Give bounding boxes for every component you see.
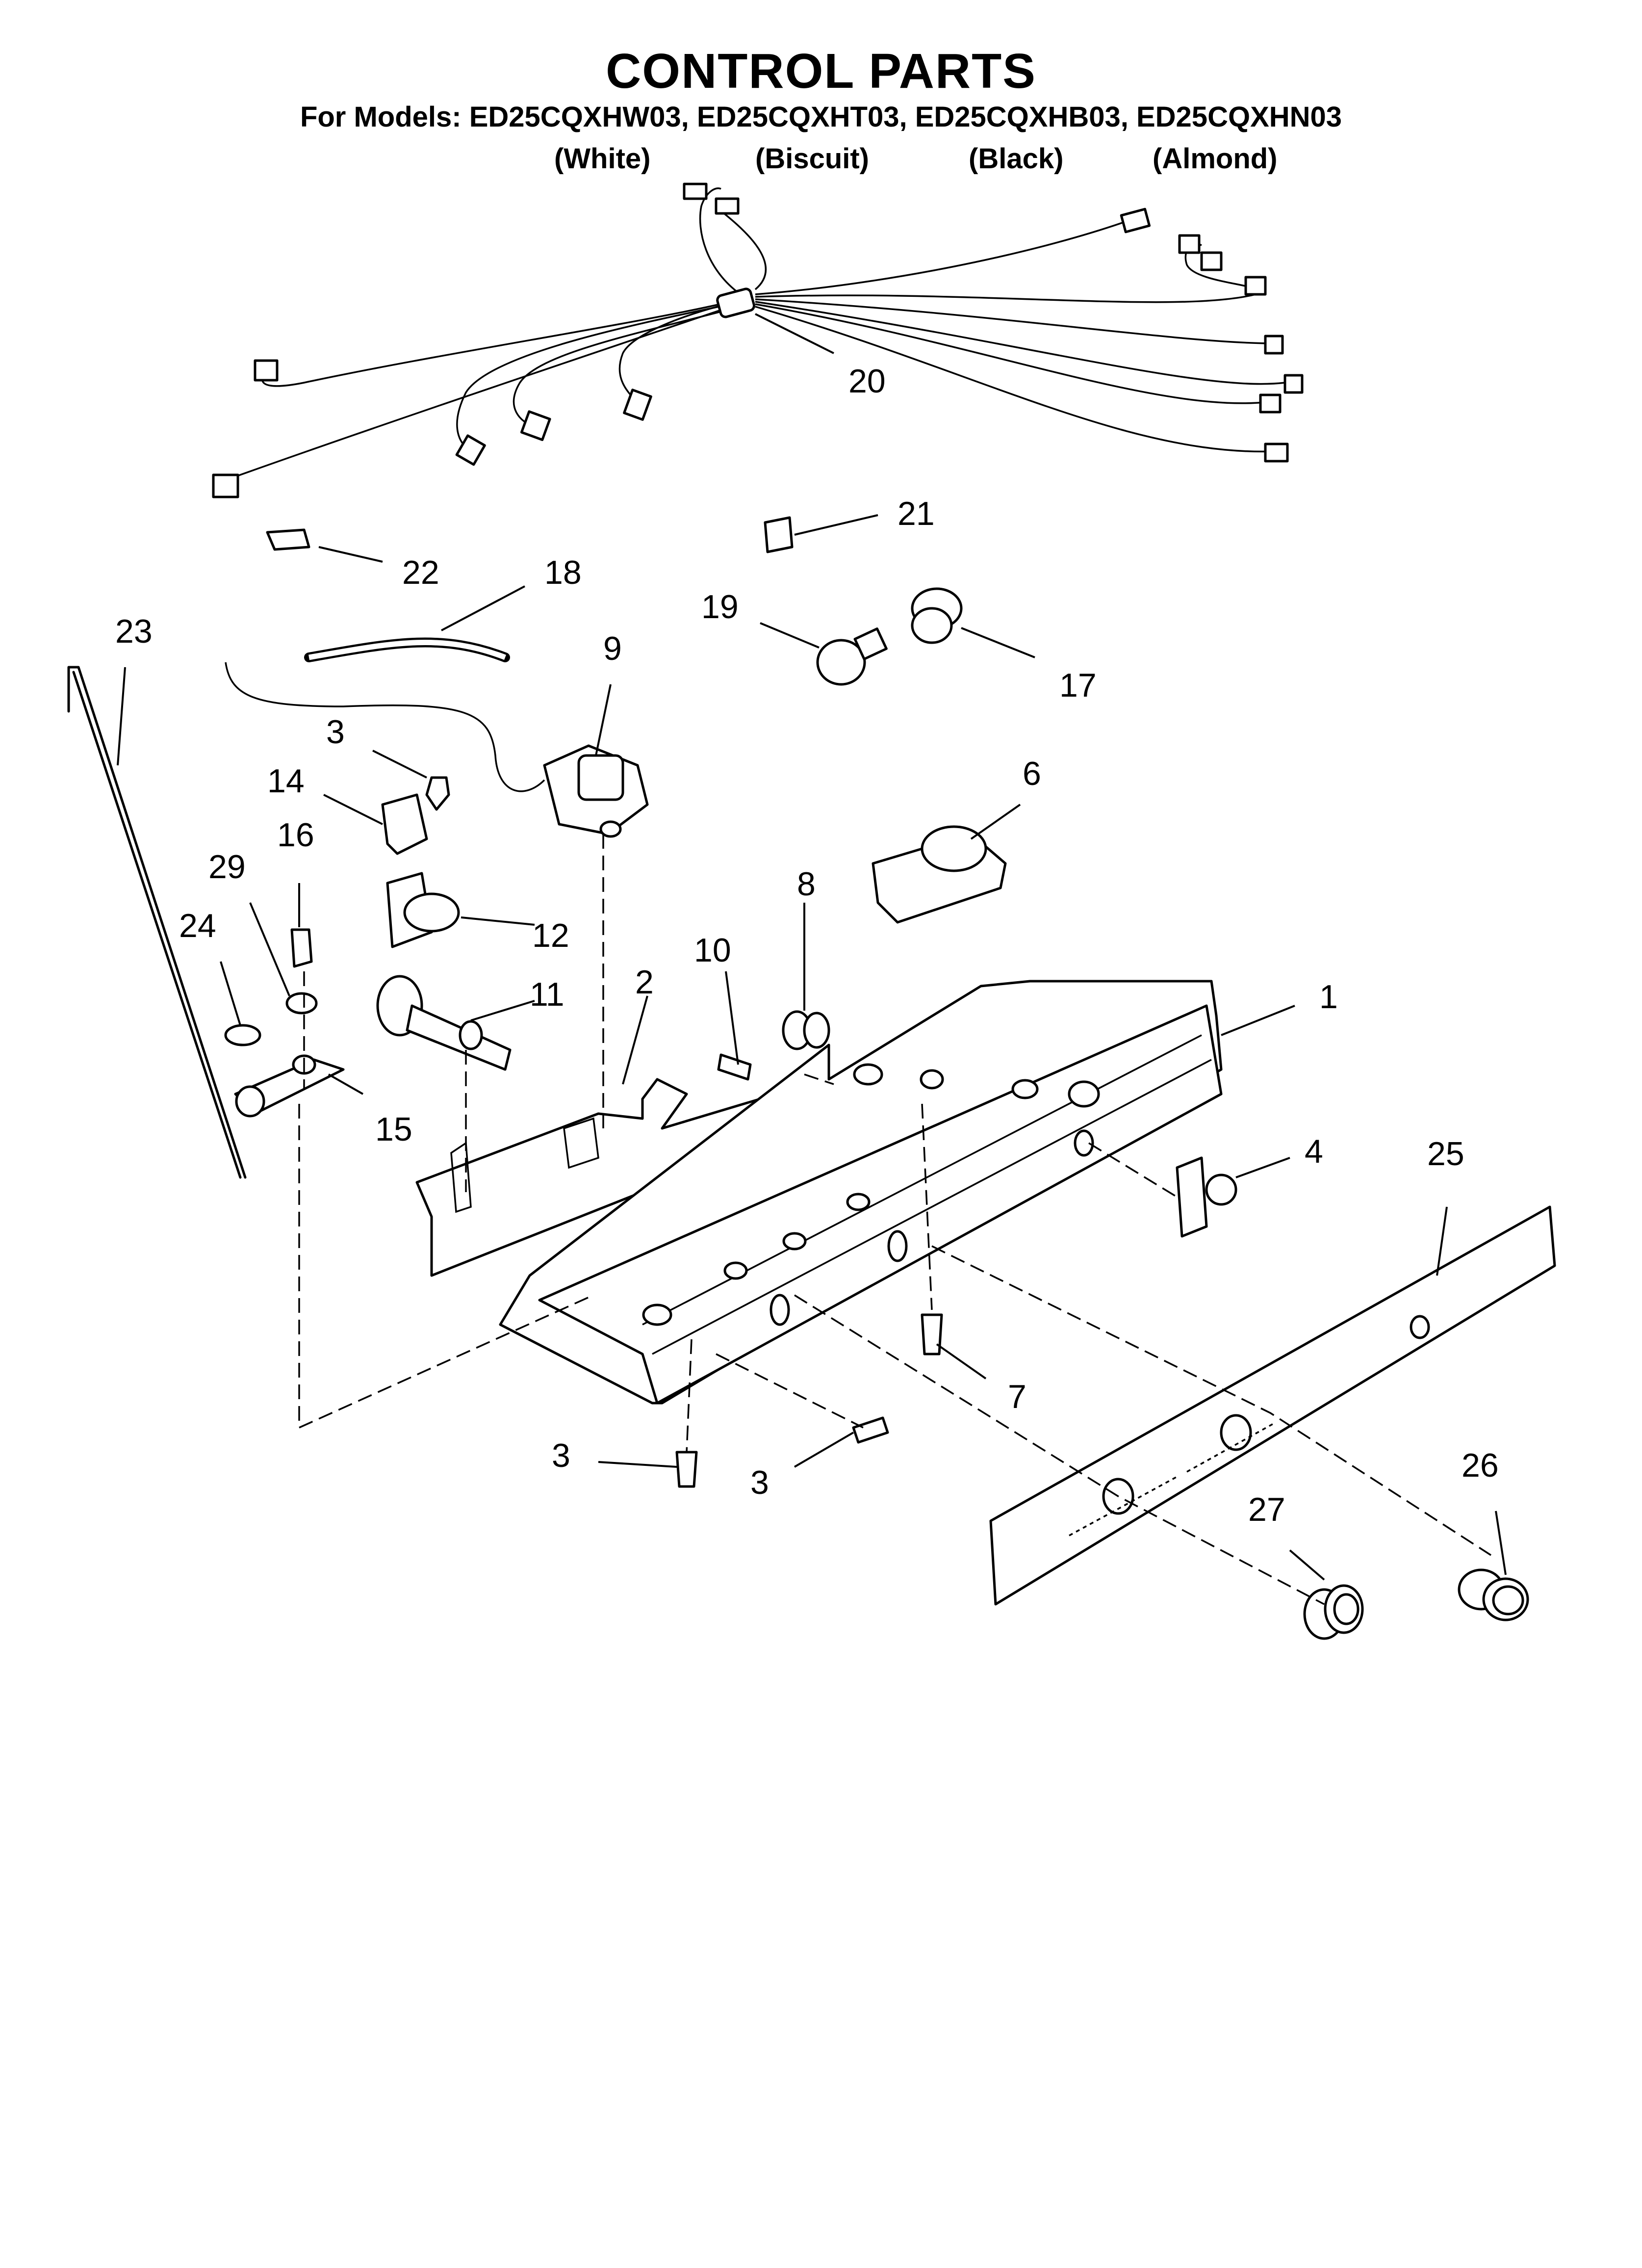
- thermostat-bracket: [381, 793, 428, 855]
- control-knob-26: [1458, 1568, 1529, 1621]
- variant-white: (White): [554, 143, 651, 175]
- models-line: For Models: ED25CQXHW03, ED25CQXHT03, ED…: [300, 101, 1342, 133]
- capillary-tube: [225, 662, 545, 792]
- callout-26: 26: [1462, 1447, 1499, 1484]
- control-rod: [67, 666, 247, 1179]
- callout-11: 11: [530, 976, 564, 1013]
- callout-25: 25: [1427, 1135, 1464, 1173]
- bushing: [782, 1010, 830, 1050]
- light-switch: [1176, 1156, 1237, 1238]
- callout-3-top: 3: [326, 713, 345, 751]
- washer-24: [224, 1024, 261, 1046]
- callout-12: 12: [532, 917, 569, 954]
- callout-1: 1: [1319, 978, 1338, 1016]
- diagram-title: CONTROL PARTS: [606, 44, 1036, 99]
- light-bulb: [816, 627, 888, 686]
- wire-harness: [212, 182, 1304, 498]
- defrost-timer: [872, 825, 1007, 924]
- control-knob-27: [1303, 1584, 1364, 1640]
- callout-3-bottom-left: 3: [552, 1437, 570, 1474]
- control-shaft: [376, 975, 512, 1071]
- callout-3-bottom-right: 3: [750, 1464, 769, 1501]
- callout-17: 17: [1059, 667, 1097, 704]
- callout-10: 10: [694, 932, 731, 969]
- screw-16: [290, 928, 313, 968]
- callout-7: 7: [1008, 1378, 1026, 1415]
- screw-top: [425, 776, 450, 811]
- callout-24: 24: [179, 907, 216, 944]
- callout-2: 2: [635, 964, 654, 1001]
- damper-bracket: [386, 872, 460, 948]
- callout-6: 6: [1023, 755, 1041, 792]
- variant-almond: (Almond): [1153, 143, 1278, 175]
- control-housing: [499, 980, 1223, 1405]
- callout-19: 19: [701, 588, 739, 626]
- callout-8: 8: [797, 865, 816, 903]
- variant-biscuit: (Biscuit): [755, 143, 869, 175]
- control-lever: [234, 1054, 345, 1118]
- leader-lines: [117, 313, 1507, 1581]
- callout-20: 20: [848, 363, 886, 400]
- control-panel-trim: [989, 1205, 1556, 1606]
- callout-29: 29: [208, 848, 246, 886]
- screw-bottom-left: [675, 1451, 698, 1488]
- callout-22: 22: [402, 554, 439, 591]
- callout-4: 4: [1305, 1133, 1323, 1170]
- lamp-socket: [911, 587, 963, 644]
- cold-control-thermostat: [543, 744, 649, 838]
- callout-27: 27: [1248, 1491, 1285, 1528]
- assembly-lines: [298, 834, 1491, 1605]
- variant-black: (Black): [969, 143, 1064, 175]
- tube-inner: [308, 640, 506, 660]
- callout-15: 15: [375, 1111, 412, 1148]
- screw-7: [921, 1313, 943, 1356]
- screw-bottom-right: [852, 1416, 889, 1444]
- callout-16: 16: [277, 816, 314, 854]
- callout-21: 21: [898, 495, 935, 532]
- callout-23: 23: [115, 613, 153, 650]
- washer-29: [285, 992, 318, 1015]
- wire-clip: [266, 528, 310, 551]
- callout-18: 18: [544, 554, 582, 591]
- callout-14: 14: [267, 762, 305, 800]
- callout-numbers: 20 21 22 18 19 17 23 9 3 14 6 16 29 8 12…: [115, 363, 1499, 1528]
- harness-clip: [764, 516, 794, 553]
- callout-9: 9: [603, 630, 622, 667]
- screw-10: [717, 1053, 752, 1081]
